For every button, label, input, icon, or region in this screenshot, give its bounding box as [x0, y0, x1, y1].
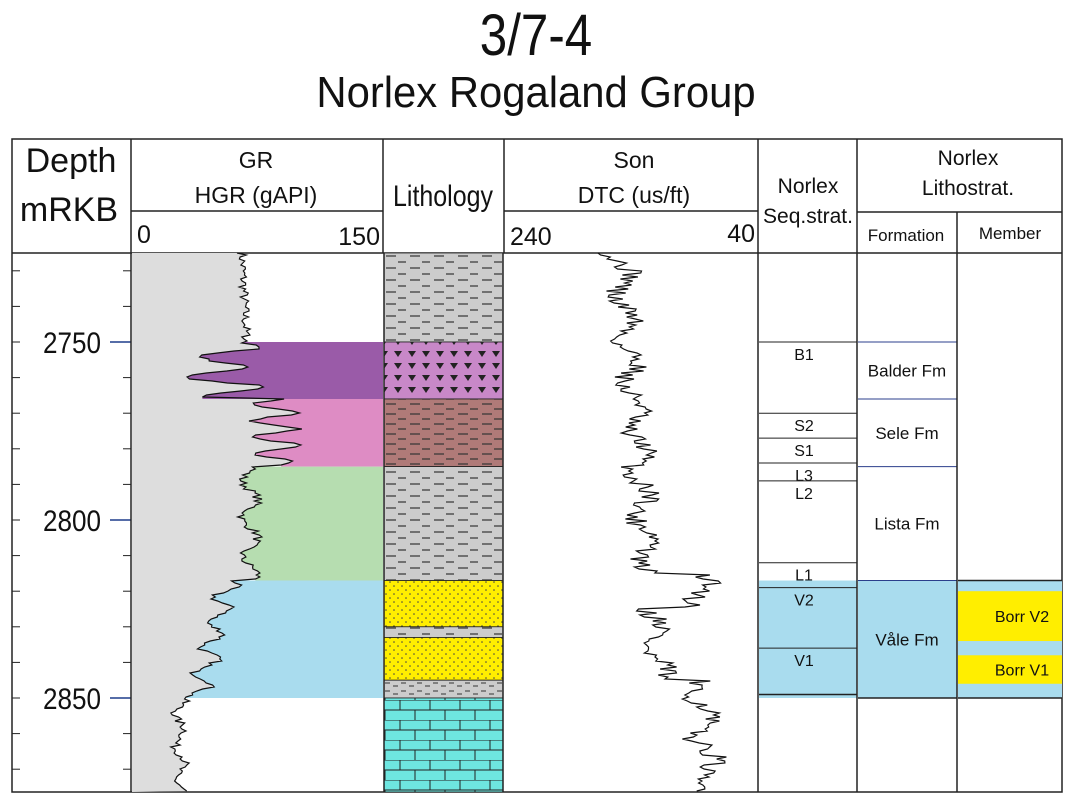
- son-header-line1: Son: [614, 147, 655, 173]
- header-grid: [11, 138, 1063, 793]
- member-label: Borr V1: [995, 663, 1049, 680]
- lithology-track: [383, 252, 504, 793]
- depth-label: 2850: [43, 683, 101, 716]
- member-header: Member: [979, 224, 1042, 243]
- depth-header-line2: mRKB: [20, 191, 118, 229]
- formation-våle-fm: [858, 580, 957, 698]
- member-label: Borr V2: [995, 609, 1049, 626]
- formation-label: Lista Fm: [874, 515, 939, 534]
- lithostrat-header-line2: Lithostrat.: [922, 177, 1014, 200]
- lith-shale: [383, 626, 504, 638]
- formation-track: Balder Fm Sele Fm Lista Fm Våle Fm: [858, 341, 957, 699]
- seq-label-L2: L2: [795, 486, 813, 503]
- seq-label-L3: L3: [795, 468, 813, 485]
- gr-zone-lista: [237, 466, 383, 581]
- son-scale-min: 240: [510, 223, 552, 251]
- lith-marl: [383, 679, 504, 699]
- lithology-header: Lithology: [393, 180, 493, 213]
- seq-label-L1: L1: [795, 568, 813, 585]
- member-borr-v1: [958, 655, 1062, 684]
- gr-header-line2: HGR (gAPI): [195, 182, 318, 208]
- gr-header-line1: GR: [239, 147, 274, 173]
- lith-tuff: [383, 341, 504, 400]
- depth-label: 2750: [43, 327, 101, 360]
- lith-sandstone: [383, 637, 504, 681]
- gr-curve: [168, 252, 303, 792]
- lith-red-claystone: [383, 398, 504, 467]
- lith-shale: [383, 252, 504, 343]
- formation-label: Balder Fm: [868, 361, 946, 380]
- formation-label: Sele Fm: [875, 424, 938, 443]
- gr-zone-vale: [186, 580, 383, 698]
- seq-label-S1: S1: [794, 443, 814, 460]
- lithostrat-header-line1: Norlex: [938, 147, 999, 170]
- seq-label-V2: V2: [794, 593, 814, 610]
- seq-label-B1: B1: [794, 347, 814, 364]
- formation-lista-fm: [858, 466, 957, 581]
- formation-header: Formation: [868, 226, 945, 245]
- seq-label-S2: S2: [794, 418, 814, 435]
- lith-sandstone: [383, 580, 504, 628]
- lith-limestone: [383, 697, 504, 793]
- sonic-track: [597, 252, 727, 792]
- depth-label: 2800: [43, 505, 101, 538]
- gr-scale-min: 0: [137, 221, 151, 249]
- gr-scale-max: 150: [338, 223, 380, 251]
- member-track: Borr V2 Borr V1: [958, 579, 1062, 699]
- gr-track: [132, 252, 383, 792]
- formation-balder-fm: [858, 342, 957, 399]
- formation-label: Våle Fm: [875, 630, 938, 649]
- lith-shale: [383, 466, 504, 581]
- seq-vale-fill: [759, 580, 857, 698]
- sonic-curve: [597, 252, 727, 792]
- member-borr-v2: [958, 591, 1062, 642]
- son-scale-max: 40: [727, 220, 755, 248]
- gr-zone-balder: [187, 342, 383, 399]
- son-header-line2: DTC (us/ft): [578, 182, 690, 208]
- seqstrat-header-line2: Seq.strat.: [763, 205, 853, 228]
- group-subtitle: Norlex Rogaland Group: [316, 68, 756, 117]
- well-title: 3/7-4: [479, 3, 593, 68]
- track-borders: [130, 253, 958, 792]
- seqstrat-header-line1: Norlex: [778, 175, 839, 198]
- seq-label-V1: V1: [794, 653, 814, 670]
- depth-header-line1: Depth: [26, 142, 117, 180]
- formation-sele-fm: [858, 398, 957, 467]
- depth-track: 2750 2800 2850: [12, 270, 131, 770]
